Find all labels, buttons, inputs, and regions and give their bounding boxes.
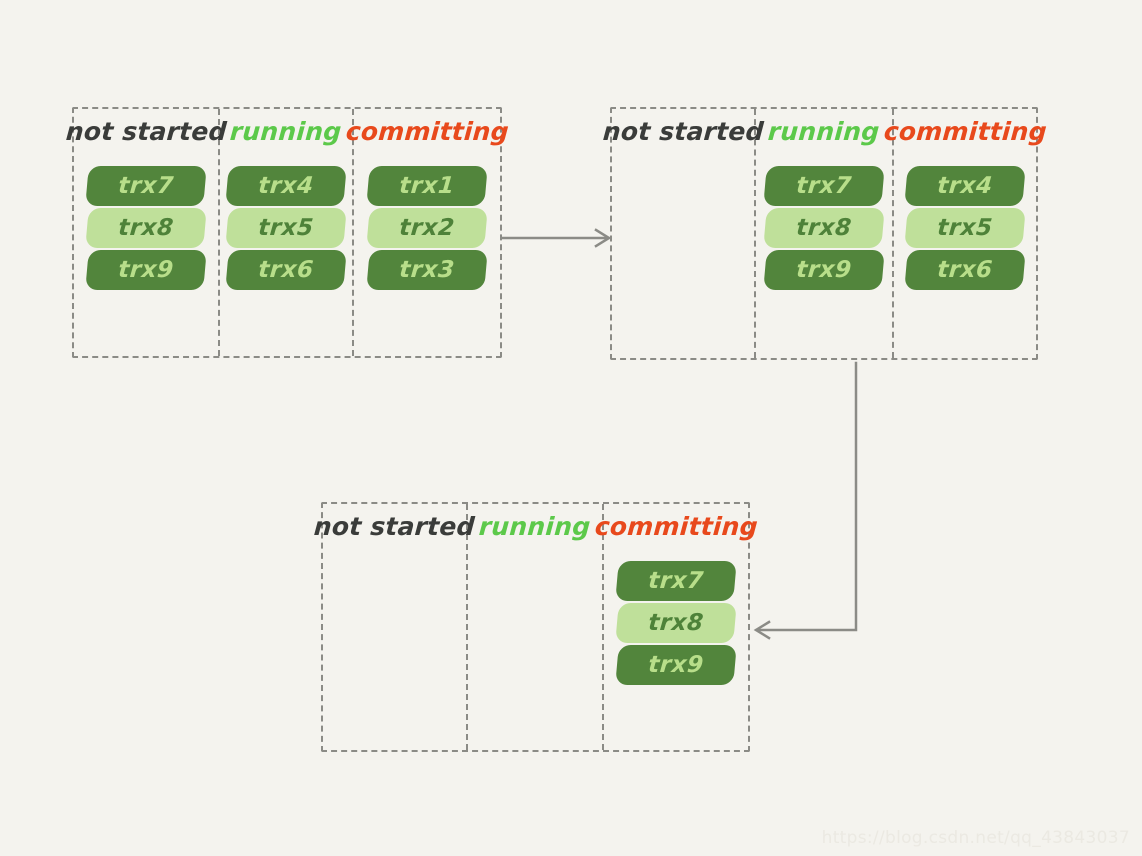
transaction-pill[interactable]: trx2 — [366, 208, 488, 248]
arrow-group1-to-group2 — [501, 228, 612, 248]
transaction-pill[interactable]: trx7 — [615, 561, 737, 601]
transaction-pill[interactable]: trx6 — [225, 250, 347, 290]
panel-label-running: running — [229, 117, 343, 146]
transaction-pill[interactable]: trx9 — [763, 250, 885, 290]
state-panel-not-started[interactable]: not started — [602, 109, 764, 358]
panel-label-not-started: not started — [601, 117, 765, 146]
state-panel-running[interactable]: running — [468, 504, 604, 750]
panel-label-running: running — [767, 117, 881, 146]
panel-label-not-started: not started — [313, 512, 476, 541]
transaction-pill[interactable]: trx5 — [904, 208, 1026, 248]
transaction-pill[interactable]: trx6 — [904, 250, 1026, 290]
panel-label-committing: committing — [882, 117, 1048, 146]
transaction-pill[interactable]: trx8 — [85, 208, 207, 248]
transaction-pill[interactable]: trx9 — [615, 645, 737, 685]
watermark: https://blog.csdn.net/qq_43843037 — [821, 828, 1130, 848]
arrowhead-icon — [753, 620, 771, 640]
panel-label-committing: committing — [593, 512, 759, 541]
transaction-pill[interactable]: trx7 — [85, 166, 207, 206]
panel-label-running: running — [478, 512, 592, 541]
transaction-pill[interactable]: trx8 — [615, 603, 737, 643]
transaction-pill[interactable]: trx3 — [366, 250, 488, 290]
transaction-pill[interactable]: trx4 — [904, 166, 1026, 206]
transaction-pill[interactable]: trx5 — [225, 208, 347, 248]
transaction-pill[interactable]: trx7 — [763, 166, 885, 206]
state-panel-not-started[interactable]: not started — [313, 504, 476, 750]
connector-line — [755, 361, 858, 632]
arrow-group2-to-group3 — [753, 361, 858, 640]
panel-label-committing: committing — [344, 117, 510, 146]
transaction-pill[interactable]: trx1 — [366, 166, 488, 206]
transaction-pill[interactable]: trx8 — [763, 208, 885, 248]
transaction-pill[interactable]: trx9 — [85, 250, 207, 290]
transaction-pill[interactable]: trx4 — [225, 166, 347, 206]
arrowhead-icon — [594, 228, 612, 248]
panel-label-not-started: not started — [64, 117, 228, 146]
